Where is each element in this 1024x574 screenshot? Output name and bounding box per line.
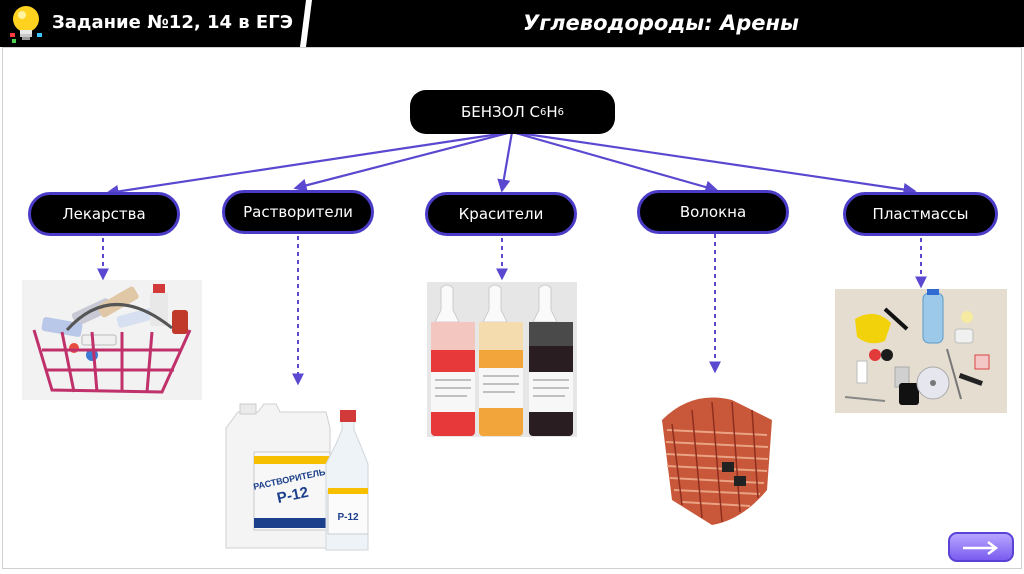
node-label: Растворители (243, 203, 353, 221)
formula-h: Н (546, 103, 557, 121)
fibers-image (652, 380, 780, 530)
node-label: Волокна (680, 203, 746, 221)
plastics-image (835, 289, 1007, 413)
arrow-right-icon (962, 540, 1000, 556)
next-slide-button[interactable] (948, 532, 1014, 562)
benzene-label: БЕНЗОЛ С (461, 103, 540, 121)
node-label: Пластмассы (873, 205, 969, 223)
dyes-image (427, 282, 577, 437)
page-title: Углеводороды: Арены (523, 11, 799, 35)
solvents-image: РАСТВОРИТЕЛЬ Р-12 Р-12 (218, 400, 378, 555)
node-label: Красители (459, 205, 544, 223)
node-dyes: Красители (425, 192, 577, 236)
node-plastics: Пластмассы (843, 192, 998, 236)
node-label: Лекарства (62, 205, 145, 223)
node-fibers: Волокна (637, 190, 789, 234)
formula-subscript: 6 (558, 107, 564, 118)
header-bar: Задание №12, 14 в ЕГЭ Углеводороды: Арен… (0, 0, 1024, 47)
header-divider (0, 0, 1024, 47)
node-medicines: Лекарства (28, 192, 180, 236)
node-solvents: Растворители (222, 190, 374, 234)
solvent-bottle-grade: Р-12 (337, 512, 359, 523)
medicines-image (22, 280, 202, 400)
